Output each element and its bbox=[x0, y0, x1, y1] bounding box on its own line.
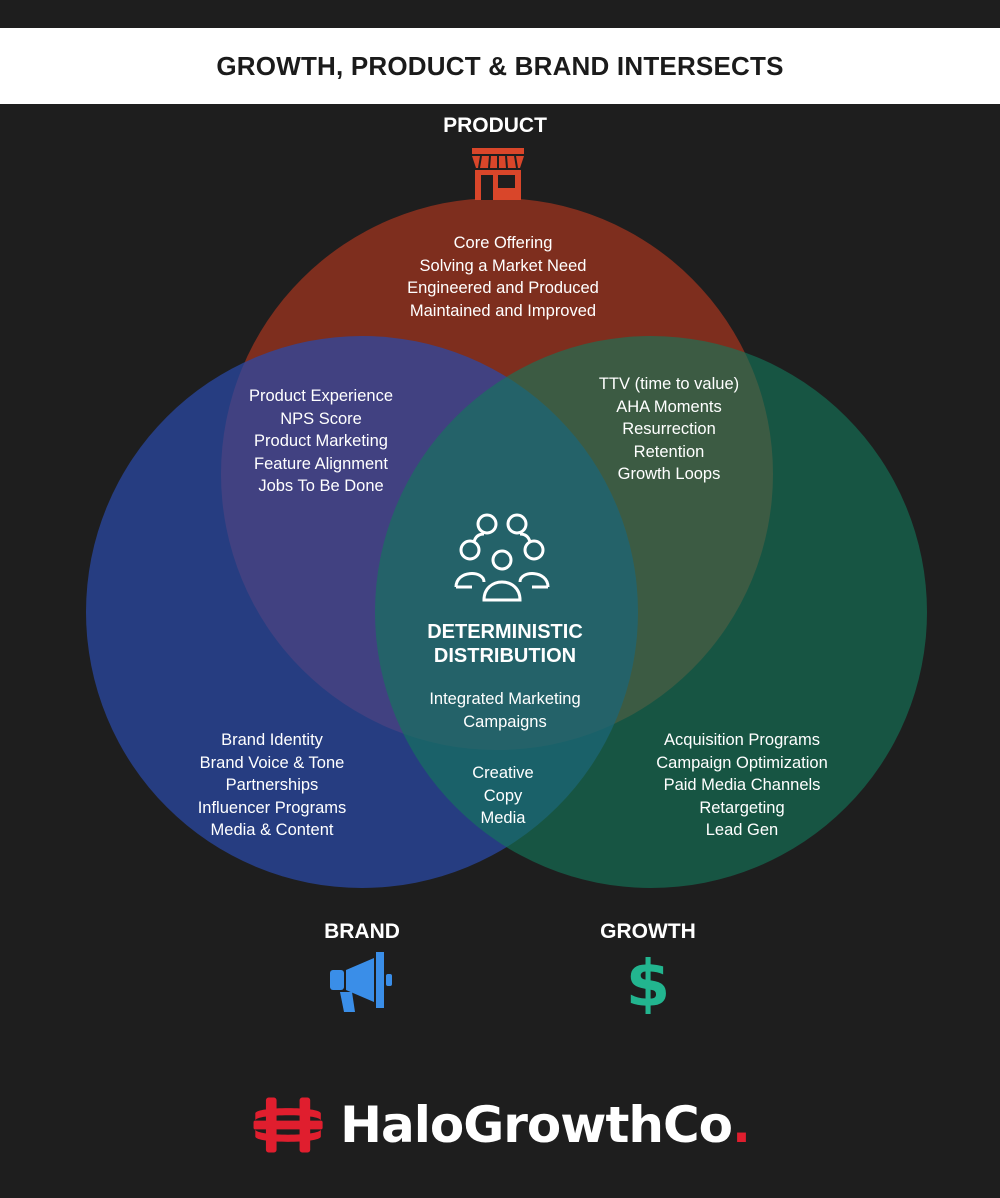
list-item: Partnerships bbox=[225, 776, 319, 794]
brand-logo: HaloGrowthCo. bbox=[250, 1085, 751, 1165]
list-item: Influencer Programs bbox=[197, 798, 347, 817]
center-title: DETERMINISTIC DISTRIBUTION bbox=[355, 620, 655, 668]
growth-items: Acquisition Programs Campaign Optimizati… bbox=[602, 729, 882, 842]
list-item: Brand Identity bbox=[221, 731, 323, 749]
list-item: Core Offering bbox=[453, 234, 553, 252]
list-item: Feature Alignment bbox=[254, 454, 388, 473]
brand-growth-items: Creative Copy Media bbox=[363, 762, 643, 830]
growth-label: GROWTH bbox=[600, 920, 696, 943]
list-item: Jobs To Be Done bbox=[258, 477, 384, 495]
product-label: PRODUCT bbox=[443, 114, 547, 137]
logo-text: HaloGrowthCo. bbox=[340, 1096, 751, 1154]
list-item: AHA Moments bbox=[616, 397, 722, 416]
megaphone-icon bbox=[330, 952, 392, 1012]
list-item: Product Marketing bbox=[254, 432, 388, 450]
list-item: Paid Media Channels bbox=[663, 776, 821, 794]
page-title: GROWTH, PRODUCT & BRAND INTERSECTS bbox=[216, 50, 784, 81]
list-item: Maintained and Improved bbox=[409, 301, 597, 320]
list-item: Lead Gen bbox=[705, 821, 779, 839]
list-item: Retargeting bbox=[699, 798, 785, 817]
halo-logo-icon bbox=[253, 1097, 323, 1153]
list-item: Product Experience bbox=[249, 387, 393, 405]
list-item: TTV (time to value) bbox=[598, 375, 740, 393]
people-group-icon bbox=[454, 513, 550, 602]
list-item: Acquisition Programs bbox=[664, 731, 820, 749]
list-item: Media bbox=[480, 809, 526, 827]
logo-wordmark: HaloGrowthCo bbox=[340, 1096, 733, 1154]
brand-label: BRAND bbox=[324, 920, 400, 943]
list-item: Resurrection bbox=[622, 420, 716, 438]
list-item: Solving a Market Need bbox=[419, 256, 587, 275]
list-item: Integrated Marketing bbox=[429, 690, 581, 708]
center-title-line1: DETERMINISTIC bbox=[427, 621, 583, 643]
growth-circle bbox=[375, 336, 927, 888]
dollar-icon: $ bbox=[626, 950, 670, 1014]
list-item: Campaigns bbox=[463, 712, 547, 731]
brand-items: Brand Identity Brand Voice & Tone Partne… bbox=[132, 729, 412, 842]
center-items: Integrated Marketing Campaigns bbox=[365, 688, 645, 733]
list-item: Retention bbox=[633, 442, 705, 461]
center-title-line2: DISTRIBUTION bbox=[433, 645, 577, 667]
list-item: Campaign Optimization bbox=[656, 753, 828, 772]
storefront-icon bbox=[472, 148, 524, 200]
list-item: Engineered and Produced bbox=[407, 279, 599, 297]
list-item: Copy bbox=[483, 786, 523, 805]
list-item: Growth Loops bbox=[617, 465, 721, 483]
list-item: Brand Voice & Tone bbox=[199, 753, 345, 772]
header-banner: GROWTH, PRODUCT & BRAND INTERSECTS bbox=[0, 28, 1000, 104]
logo-dot: . bbox=[732, 1096, 751, 1154]
list-item: Media & Content bbox=[210, 821, 334, 839]
list-item: NPS Score bbox=[280, 409, 362, 428]
list-item: Creative bbox=[472, 764, 534, 782]
product-brand-items: Product Experience NPS Score Product Mar… bbox=[181, 385, 461, 498]
product-growth-items: TTV (time to value) AHA Moments Resurrec… bbox=[529, 373, 809, 486]
product-items: Core Offering Solving a Market Need Engi… bbox=[363, 232, 643, 322]
svg-text:$: $ bbox=[626, 950, 670, 1014]
